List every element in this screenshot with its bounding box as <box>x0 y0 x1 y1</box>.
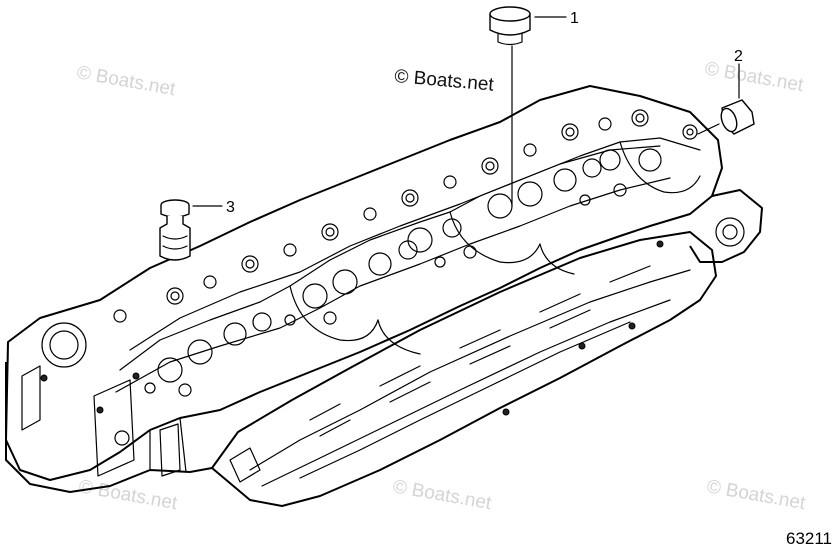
part-1-cap <box>489 6 531 207</box>
callout-3: 3 <box>192 199 235 216</box>
figure-number: 63211 <box>786 529 832 548</box>
head-top-deck <box>5 85 723 481</box>
bolt-bosses <box>113 109 698 323</box>
watermark-top-right: © Boats.net <box>703 58 805 96</box>
cylinder-head <box>5 85 763 507</box>
callout-2: 2 <box>734 48 743 99</box>
watermark-bottom-left: © Boats.net <box>77 476 179 514</box>
cylinder-ridge <box>119 137 701 371</box>
base-plate-inner <box>249 269 691 487</box>
head-end-bracket <box>689 189 763 263</box>
callout-1: 1 <box>534 10 579 27</box>
watermark-main: © Boats.net <box>394 66 496 96</box>
callout-label-3: 3 <box>226 199 235 216</box>
front-face-details <box>21 240 664 477</box>
valve-ports <box>144 148 662 397</box>
part-2-plug <box>697 99 755 135</box>
part-3-fitting <box>159 199 191 261</box>
head-front-face <box>5 362 213 493</box>
head-base-plate <box>211 231 717 507</box>
watermark-bottom-center: © Boats.net <box>391 476 493 514</box>
watermark-bottom-right: © Boats.net <box>705 476 807 514</box>
callout-label-1: 1 <box>570 10 579 27</box>
watermark-top-left: © Boats.net <box>75 62 177 100</box>
callout-label-2: 2 <box>734 48 743 65</box>
